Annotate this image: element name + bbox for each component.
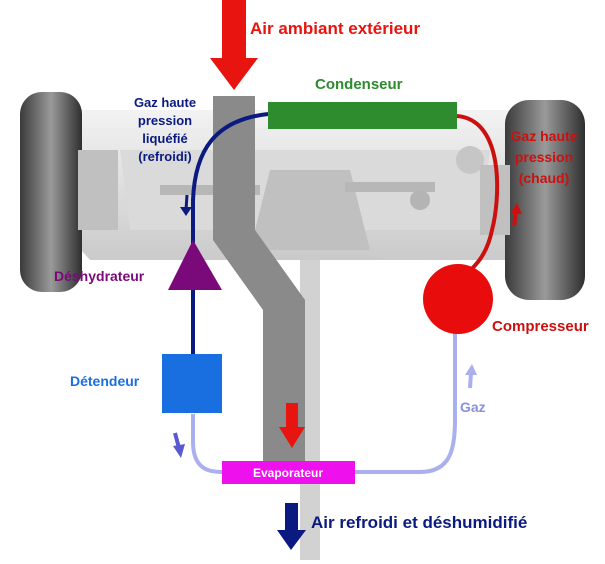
car-underbody — [45, 110, 560, 560]
label-hp-liquide-2: pression — [138, 113, 192, 128]
flow-arrow-valve-down — [173, 432, 185, 458]
evaporator-bar — [222, 461, 355, 484]
label-hp-liquide-3: liquéfié — [142, 131, 188, 146]
flow-arrow-hot-up — [510, 203, 522, 227]
label-deshydrateur: Déshydrateur — [54, 268, 145, 284]
label-hp-liquide-1: Gaz haute — [134, 95, 196, 110]
flow-arrow-gas-up — [465, 364, 477, 389]
flow-arrow-down-left — [180, 194, 192, 216]
label-hp-chaud-3: (chaud) — [519, 170, 570, 186]
duct-cold-air-arrow — [279, 403, 305, 448]
label-air-out: Air refroidi et déshumidifié — [311, 513, 527, 532]
label-hp-chaud-2: pression — [515, 149, 573, 165]
air-inlet-arrow — [210, 0, 258, 90]
label-gaz: Gaz — [460, 399, 486, 415]
label-hp-chaud-1: Gaz haute — [511, 128, 578, 144]
air-outlet-arrow — [277, 503, 306, 550]
condenser-block — [268, 102, 457, 129]
expansion-valve-block — [162, 354, 222, 413]
compressor-circle — [423, 264, 493, 334]
left-wheel — [20, 92, 118, 292]
label-detendeur: Détendeur — [70, 373, 140, 389]
label-compresseur: Compresseur — [492, 318, 589, 335]
dryer-triangle — [168, 240, 222, 290]
label-air-in: Air ambiant extérieur — [250, 19, 420, 38]
hot-gas-line — [456, 114, 500, 280]
label-condenseur: Condenseur — [315, 76, 403, 93]
low-pressure-line-right — [355, 332, 457, 474]
label-hp-liquide-4: (refroidi) — [138, 149, 191, 164]
air-duct — [213, 96, 305, 468]
hp-liquid-line — [191, 112, 269, 265]
low-pressure-line-left — [191, 414, 223, 474]
label-evaporateur: Evaporateur — [253, 466, 323, 480]
